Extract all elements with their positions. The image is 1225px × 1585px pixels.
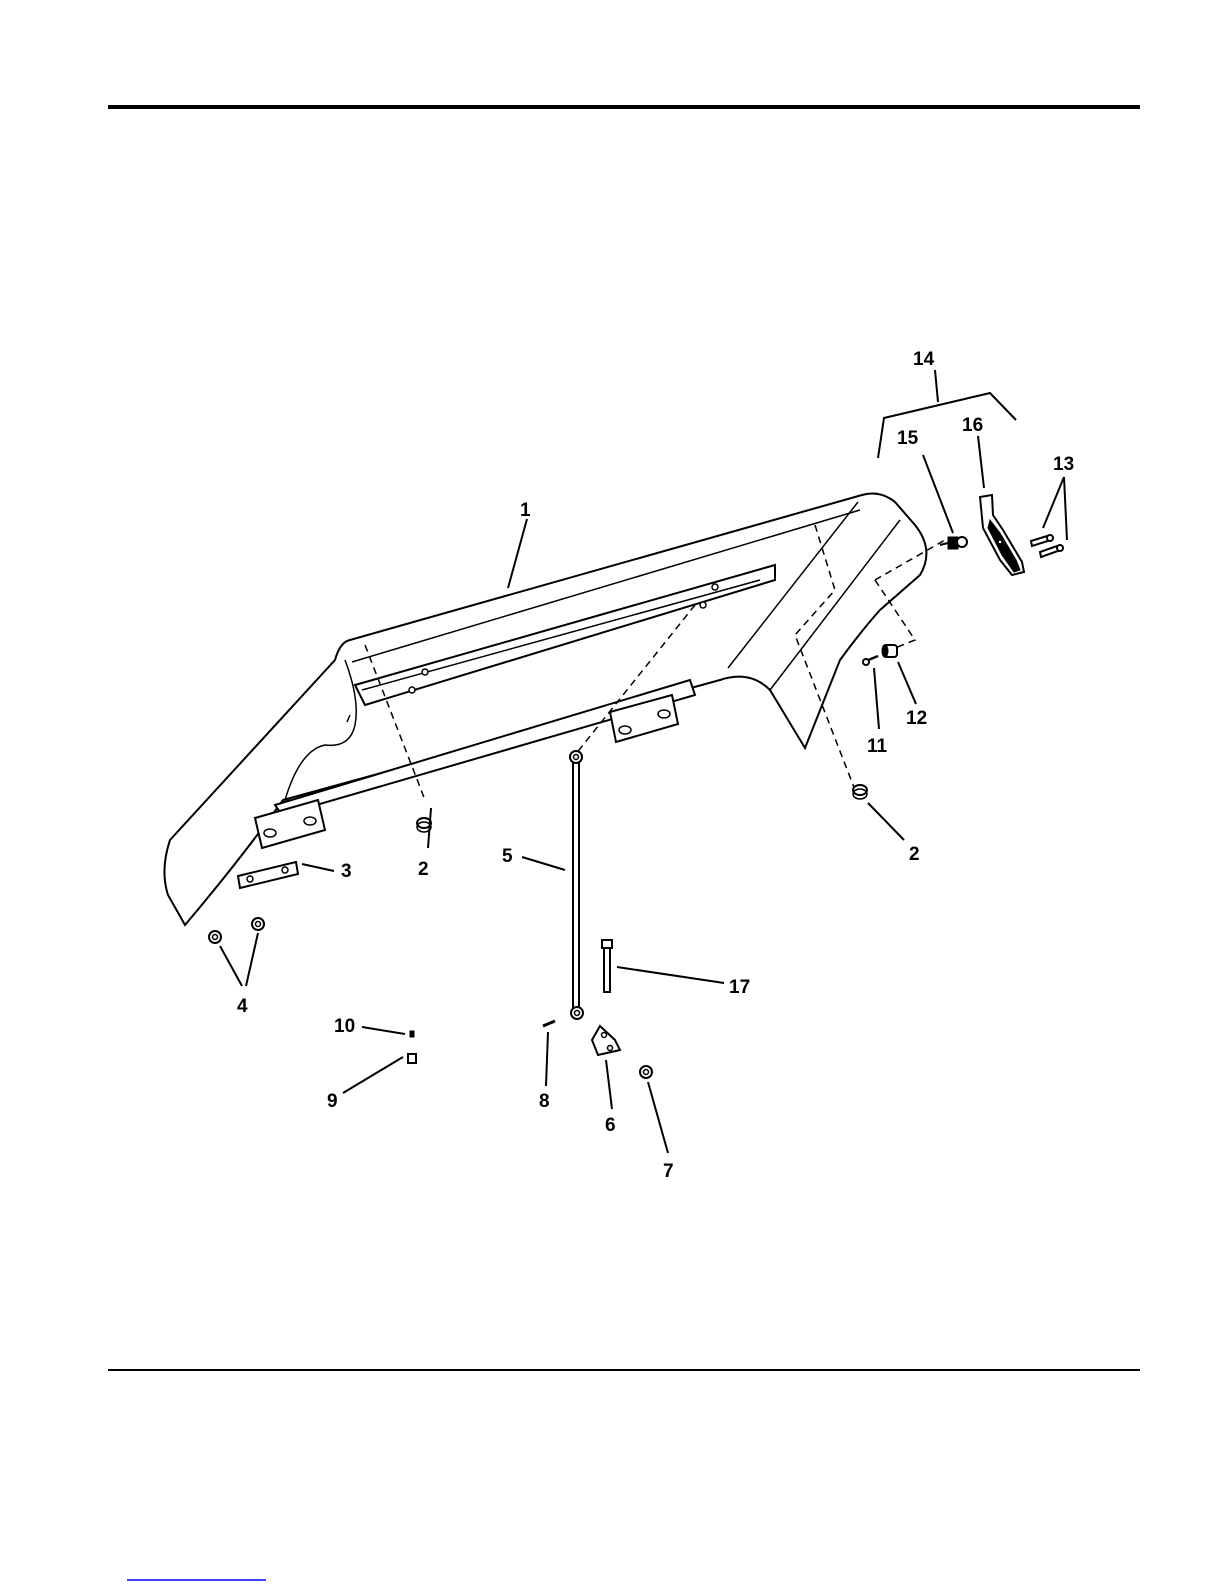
callout-7: 7 xyxy=(663,1161,674,1182)
callout-9: 9 xyxy=(327,1091,338,1112)
callout-14: 14 xyxy=(913,349,935,370)
long-bolt xyxy=(602,940,612,992)
cotter-pin xyxy=(543,1021,555,1026)
washer xyxy=(640,1066,652,1078)
latch-bolts xyxy=(1031,535,1063,557)
latch-knob xyxy=(940,537,967,549)
callout-11: 11 xyxy=(867,736,888,757)
callout-5: 5 xyxy=(502,846,513,867)
callout-13: 13 xyxy=(1053,454,1074,475)
callout-8: 8 xyxy=(539,1091,550,1112)
callout-2-right: 2 xyxy=(909,844,920,865)
callout-2-left: 2 xyxy=(418,859,429,880)
small-nut xyxy=(408,1054,416,1063)
small-screw xyxy=(410,1031,414,1037)
callout-12: 12 xyxy=(906,708,927,729)
callout-15: 15 xyxy=(897,428,919,449)
latch xyxy=(980,495,1024,575)
spacer-right xyxy=(853,785,867,799)
callout-4: 4 xyxy=(237,996,248,1017)
support-rod xyxy=(570,751,583,1019)
rod-bracket xyxy=(592,1026,620,1055)
backing-plate xyxy=(238,862,298,888)
shoulder-screw xyxy=(863,656,878,665)
callout-17: 17 xyxy=(729,977,750,998)
callout-6: 6 xyxy=(605,1115,616,1136)
callout-1: 1 xyxy=(520,500,531,521)
callout-10: 10 xyxy=(334,1016,355,1037)
callout-3: 3 xyxy=(341,861,352,882)
shield-body xyxy=(164,494,926,925)
callout-16: 16 xyxy=(962,415,983,436)
rubber-bumper xyxy=(882,645,897,657)
